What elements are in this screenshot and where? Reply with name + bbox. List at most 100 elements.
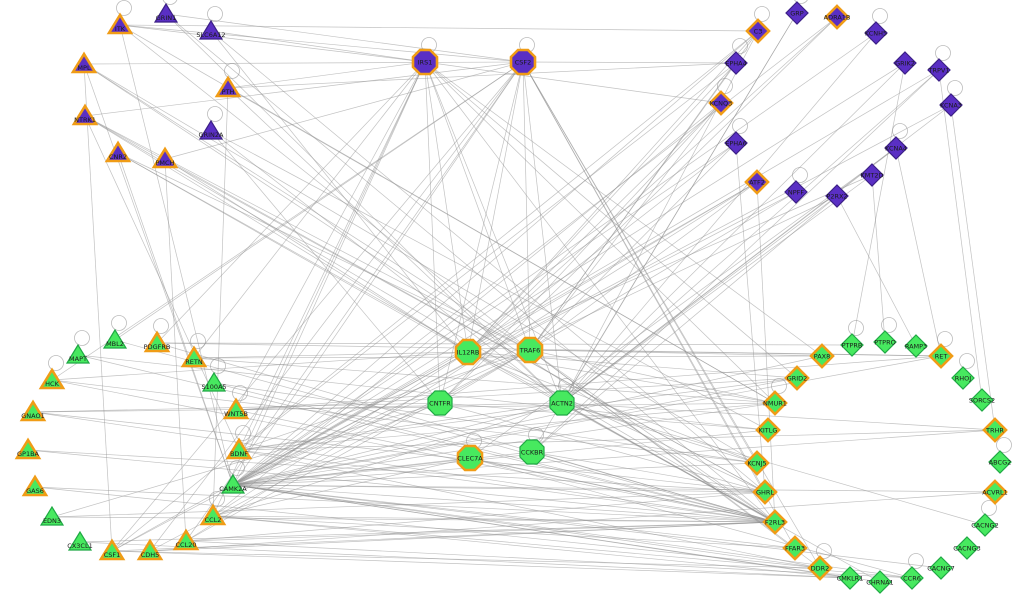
diamond-node-shape[interactable] <box>929 556 953 580</box>
graph-node-cnr2[interactable]: CNR2 <box>104 140 132 163</box>
diamond-node-shape[interactable] <box>988 450 1012 474</box>
graph-node-actn2[interactable]: ACTN2 <box>549 390 575 416</box>
diamond-node-shape[interactable] <box>904 334 928 358</box>
diamond-node-shape[interactable] <box>744 169 770 195</box>
diamond-node-shape[interactable] <box>970 388 994 412</box>
graph-node-ret[interactable]: RET <box>928 343 954 369</box>
octagon-node-shape[interactable] <box>549 390 575 416</box>
graph-node-abcg2[interactable]: ABCG2 <box>988 450 1012 474</box>
triangle-node-shape[interactable] <box>214 75 242 98</box>
triangle-node-shape[interactable] <box>198 119 224 140</box>
graph-node-ptpro[interactable]: PTPRO <box>873 330 897 354</box>
diamond-node-shape[interactable] <box>884 136 908 160</box>
triangle-node-shape[interactable] <box>65 343 91 364</box>
diamond-node-shape[interactable] <box>868 570 892 594</box>
graph-node-mbl2[interactable]: MBL2 <box>102 328 128 349</box>
triangle-node-shape[interactable] <box>136 538 164 561</box>
graph-node-rhoj[interactable]: RHOJ <box>951 366 975 390</box>
diamond-node-shape[interactable] <box>762 509 788 535</box>
triangle-node-shape[interactable] <box>39 505 65 526</box>
graph-node-gp1ba[interactable]: GP1BA <box>14 437 42 460</box>
diamond-node-shape[interactable] <box>782 535 808 561</box>
diamond-node-shape[interactable] <box>784 180 808 204</box>
graph-node-kmt2d[interactable]: KMT2D <box>860 163 884 187</box>
diamond-node-shape[interactable] <box>927 58 951 82</box>
triangle-node-shape[interactable] <box>180 345 208 368</box>
triangle-node-shape[interactable] <box>14 437 42 460</box>
triangle-node-shape[interactable] <box>21 474 49 497</box>
graph-node-c3[interactable]: C3 <box>745 18 771 44</box>
diamond-node-shape[interactable] <box>745 18 771 44</box>
triangle-node-shape[interactable] <box>19 399 47 422</box>
octagon-node-shape[interactable] <box>519 439 545 465</box>
triangle-node-shape[interactable] <box>98 538 126 561</box>
octagon-node-shape[interactable] <box>427 390 453 416</box>
diamond-node-shape[interactable] <box>982 417 1008 443</box>
graph-node-acvrl1[interactable]: ACVRL1 <box>982 479 1008 505</box>
graph-node-s100a5[interactable]: S100A5 <box>201 371 227 392</box>
graph-node-kcnj5[interactable]: KCNJ5 <box>744 450 770 476</box>
graph-node-f2rl3[interactable]: F2RL3 <box>762 509 788 535</box>
graph-node-pax8[interactable]: PAX8 <box>809 343 835 369</box>
diamond-node-shape[interactable] <box>982 479 1008 505</box>
diamond-node-shape[interactable] <box>900 566 924 590</box>
graph-node-csf2[interactable]: CSF2 <box>509 48 537 76</box>
triangle-node-shape[interactable] <box>151 146 179 169</box>
octagon-node-shape[interactable] <box>456 444 484 472</box>
diamond-node-shape[interactable] <box>809 343 835 369</box>
graph-node-kcna3[interactable]: KCNA3 <box>939 93 963 117</box>
triangle-node-shape[interactable] <box>104 140 132 163</box>
diamond-node-shape[interactable] <box>860 163 884 187</box>
graph-node-p2rx2[interactable]: P2RX2 <box>825 184 849 208</box>
graph-node-cacng2[interactable]: CACNG2 <box>971 513 999 537</box>
graph-node-mpl[interactable]: MPL <box>70 51 98 74</box>
graph-node-grin2a[interactable]: GRIN2A <box>198 119 224 140</box>
graph-node-ffar3[interactable]: FFAR3 <box>782 535 808 561</box>
octagon-node-shape[interactable] <box>411 48 439 76</box>
triangle-node-shape[interactable] <box>143 330 171 353</box>
graph-node-grid2[interactable]: GRID2 <box>784 365 810 391</box>
graph-node-clec7a[interactable]: CLEC7A <box>456 444 484 472</box>
triangle-node-shape[interactable] <box>102 328 128 349</box>
graph-node-ramp3[interactable]: RAMP3 <box>904 334 928 358</box>
graph-node-cacng3[interactable]: CACNG3 <box>953 536 981 560</box>
diamond-node-shape[interactable] <box>893 51 917 75</box>
diamond-node-shape[interactable] <box>825 184 849 208</box>
triangle-node-shape[interactable] <box>38 367 66 390</box>
triangle-node-shape[interactable] <box>222 397 250 420</box>
graph-node-pdgfrb[interactable]: PDGFRB <box>143 330 171 353</box>
triangle-node-shape[interactable] <box>198 19 224 40</box>
graph-node-sorcs2[interactable]: SORCS2 <box>969 388 995 412</box>
diamond-node-shape[interactable] <box>752 479 778 505</box>
diamond-node-shape[interactable] <box>784 365 810 391</box>
graph-node-irs1[interactable]: IRS1 <box>411 48 439 76</box>
graph-node-kcna4[interactable]: KCNA4 <box>884 136 908 160</box>
diamond-node-shape[interactable] <box>864 21 888 45</box>
graph-node-atf2[interactable]: ATF2 <box>744 169 770 195</box>
diamond-node-shape[interactable] <box>785 1 809 25</box>
triangle-node-shape[interactable] <box>153 2 179 23</box>
triangle-node-shape[interactable] <box>71 103 99 126</box>
triangle-node-shape[interactable] <box>225 437 253 460</box>
diamond-node-shape[interactable] <box>973 513 997 537</box>
graph-node-mapt[interactable]: MAPT <box>65 343 91 364</box>
graph-node-ccr6[interactable]: CCR6 <box>900 566 924 590</box>
graph-node-cntfr[interactable]: CNTFR <box>427 390 453 416</box>
diamond-node-shape[interactable] <box>824 4 850 30</box>
diamond-node-shape[interactable] <box>873 330 897 354</box>
graph-node-gas6[interactable]: GAS6 <box>21 474 49 497</box>
diamond-node-shape[interactable] <box>939 93 963 117</box>
graph-node-adra1b[interactable]: ADRA1B <box>824 4 851 30</box>
triangle-node-shape[interactable] <box>220 473 246 494</box>
graph-node-edn3[interactable]: EDN3 <box>39 505 65 526</box>
graph-node-kcnh5[interactable]: KCNH5 <box>864 21 888 45</box>
graph-node-pmch[interactable]: PMCH <box>151 146 179 169</box>
diamond-node-shape[interactable] <box>840 333 864 357</box>
triangle-node-shape[interactable] <box>70 51 98 74</box>
diamond-node-shape[interactable] <box>951 366 975 390</box>
triangle-node-shape[interactable] <box>172 528 200 551</box>
graph-node-slc6a12[interactable]: SLC6A12 <box>196 19 226 40</box>
triangle-node-shape[interactable] <box>199 503 227 526</box>
diamond-node-shape[interactable] <box>928 343 954 369</box>
graph-node-cckbr[interactable]: CCKBR <box>519 439 545 465</box>
